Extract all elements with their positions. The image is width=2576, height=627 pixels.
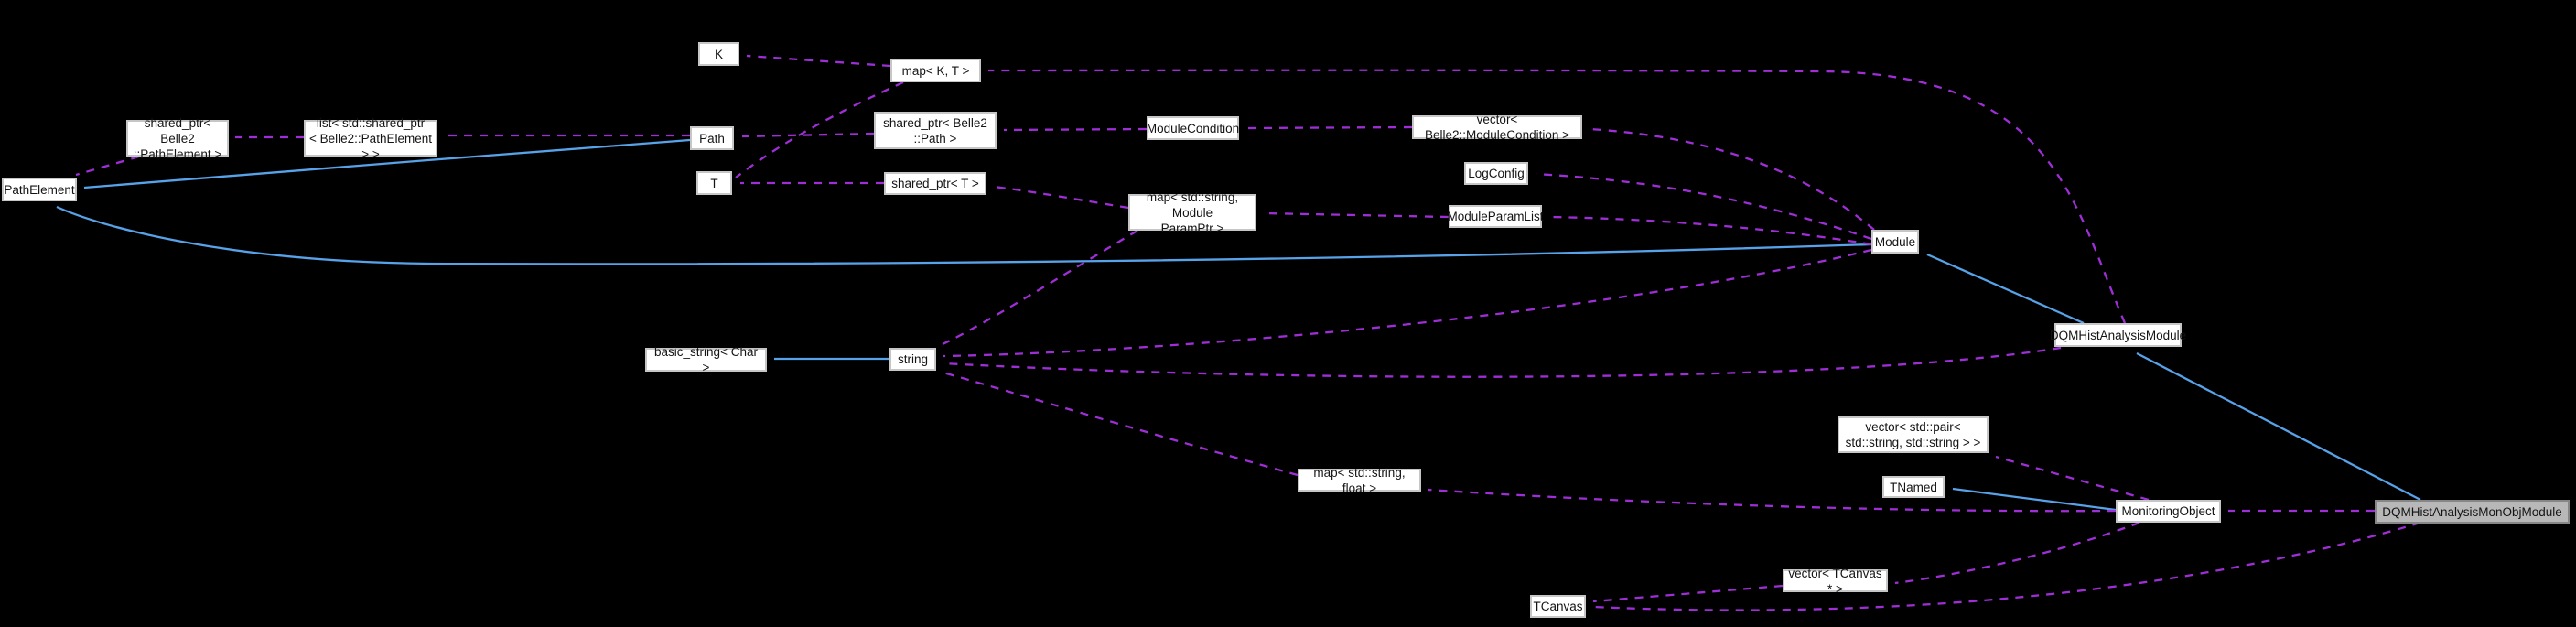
node-tcanvas[interactable]: TCanvas [1530, 595, 1586, 618]
edge-module-to-log-config [1535, 172, 1872, 241]
node-module-condition[interactable]: ModuleCondition [1147, 116, 1239, 140]
node-label: K [714, 47, 723, 61]
node-label: vector< Belle2::ModuleCondition > [1425, 113, 1569, 142]
node-map-string-moduleparamptr[interactable]: map< std::string, Module ParamPtr > [1128, 190, 1256, 235]
node-label: map< std::string, Module ParamPtr > [1146, 189, 1239, 235]
node-dqm-hist-analysis-monobj-module: DQMHistAnalysisMonObjModule [2375, 500, 2570, 524]
node-label: LogConfig [1468, 167, 1525, 180]
node-vector-module-condition[interactable]: vector< Belle2::ModuleCondition > [1412, 113, 1582, 142]
node-k[interactable]: K [698, 42, 739, 66]
node-monitoring-object[interactable]: MonitoringObject [2116, 500, 2221, 523]
edge-shared-ptr-path-to-path [741, 132, 875, 138]
edge-shared-ptr-pathelement-to-path-element [75, 155, 140, 177]
node-map-k-t[interactable]: map< K, T > [890, 59, 981, 82]
edge-monitoring-object-to-vector-pair-string-string [1995, 455, 2150, 502]
node-dqm-hist-analysis-module[interactable]: DQMHistAnalysisModule [2050, 323, 2186, 347]
node-label: vector< std::pair< std::string, std::str… [1845, 420, 1981, 449]
node-module-param-list[interactable]: ModuleParamList [1447, 205, 1544, 228]
node-label: PathElement [4, 182, 75, 197]
edge-map-k-t-to-t [735, 81, 904, 178]
edge-monitoring-object-to-vector-tcanvas [1894, 521, 2140, 585]
node-label: shared_ptr< Belle2 ::PathElement > [133, 115, 222, 161]
node-label: vector< TCanvas * > [1788, 566, 1882, 596]
node-label: string [897, 352, 928, 366]
node-label: DQMHistAnalysisMonObjModule [2382, 504, 2562, 519]
node-label: DQMHistAnalysisModule [2049, 328, 2187, 342]
node-label: shared_ptr< Belle2 ::Path > [883, 115, 987, 146]
node-label: T [710, 176, 718, 190]
edge-vector-module-condition-to-module-condition [1245, 125, 1413, 130]
node-path[interactable]: Path [690, 126, 734, 150]
edge-map-string-float-to-string [939, 370, 1299, 477]
edge-module-to-path-element [56, 205, 1872, 265]
node-t[interactable]: T [696, 171, 732, 195]
edge-dqm-hist-analysis-monobj-module-to-tcanvas [1592, 521, 2421, 611]
node-label: ModuleCondition [1146, 121, 1240, 135]
edge-path-to-path-element [83, 138, 691, 189]
edge-module-to-module-param-list [1548, 215, 1872, 246]
node-label: TNamed [1890, 480, 1937, 494]
node-label: TCanvas [1533, 600, 1583, 613]
node-label: list< std::shared_ptr < Belle2::PathElem… [309, 115, 432, 161]
node-module[interactable]: Module [1871, 230, 1919, 254]
edge-module-to-vector-module-condition [1589, 127, 1875, 231]
node-shared-ptr-path[interactable]: shared_ptr< Belle2 ::Path > [874, 112, 997, 149]
node-map-string-float[interactable]: map< std::string, float > [1298, 466, 1421, 495]
node-label: shared_ptr< T > [891, 177, 979, 190]
node-label: map< K, T > [901, 63, 970, 78]
edge-vector-tcanvas-to-tcanvas [1592, 584, 1784, 603]
edge-module-condition-to-shared-ptr-path [1003, 127, 1148, 132]
node-shared-ptr-t[interactable]: shared_ptr< T > [884, 172, 986, 195]
node-vector-pair-string-string[interactable]: vector< std::pair< std::string, std::str… [1838, 416, 1989, 453]
node-label: basic_string< Char > [654, 345, 758, 374]
edge-dqm-hist-analysis-module-to-map-k-t [987, 69, 2127, 324]
node-label: Path [699, 131, 725, 146]
edge-dqm-hist-analysis-module-to-string [943, 346, 2062, 378]
edge-map-k-t-to-k [746, 54, 891, 68]
edge-dqm-hist-analysis-module-to-module [1926, 253, 2085, 325]
node-label: ModuleParamList [1447, 210, 1544, 223]
edge-monitoring-object-to-map-string-float [1428, 488, 2117, 513]
node-string[interactable]: string [889, 348, 936, 371]
node-tnamed[interactable]: TNamed [1882, 476, 1945, 498]
edge-module-to-string [943, 248, 1872, 358]
node-log-config[interactable]: LogConfig [1464, 162, 1528, 185]
node-vector-tcanvas[interactable]: vector< TCanvas * > [1783, 567, 1888, 596]
edge-module-param-list-to-map-string-moduleparamptr [1263, 211, 1450, 219]
node-label: map< std::string, float > [1313, 465, 1406, 495]
edge-dqm-hist-analysis-monobj-module-to-dqm-hist-analysis-module [2136, 351, 2421, 502]
edge-monitoring-object-to-tnamed [1952, 487, 2117, 512]
edge-map-string-moduleparamptr-to-string [942, 230, 1138, 346]
edge-map-string-moduleparamptr-to-shared-ptr-t [993, 185, 1129, 210]
node-path-element[interactable]: PathElement [2, 178, 77, 201]
node-list-shared-ptr-pathelement[interactable]: list< std::shared_ptr < Belle2::PathElem… [304, 116, 437, 161]
node-basic-string-char[interactable]: basic_string< Char > [645, 345, 767, 374]
node-shared-ptr-pathelement[interactable]: shared_ptr< Belle2 ::PathElement > [126, 116, 229, 161]
node-label: MonitoringObject [2121, 504, 2215, 518]
node-label: Module [1874, 234, 1916, 249]
